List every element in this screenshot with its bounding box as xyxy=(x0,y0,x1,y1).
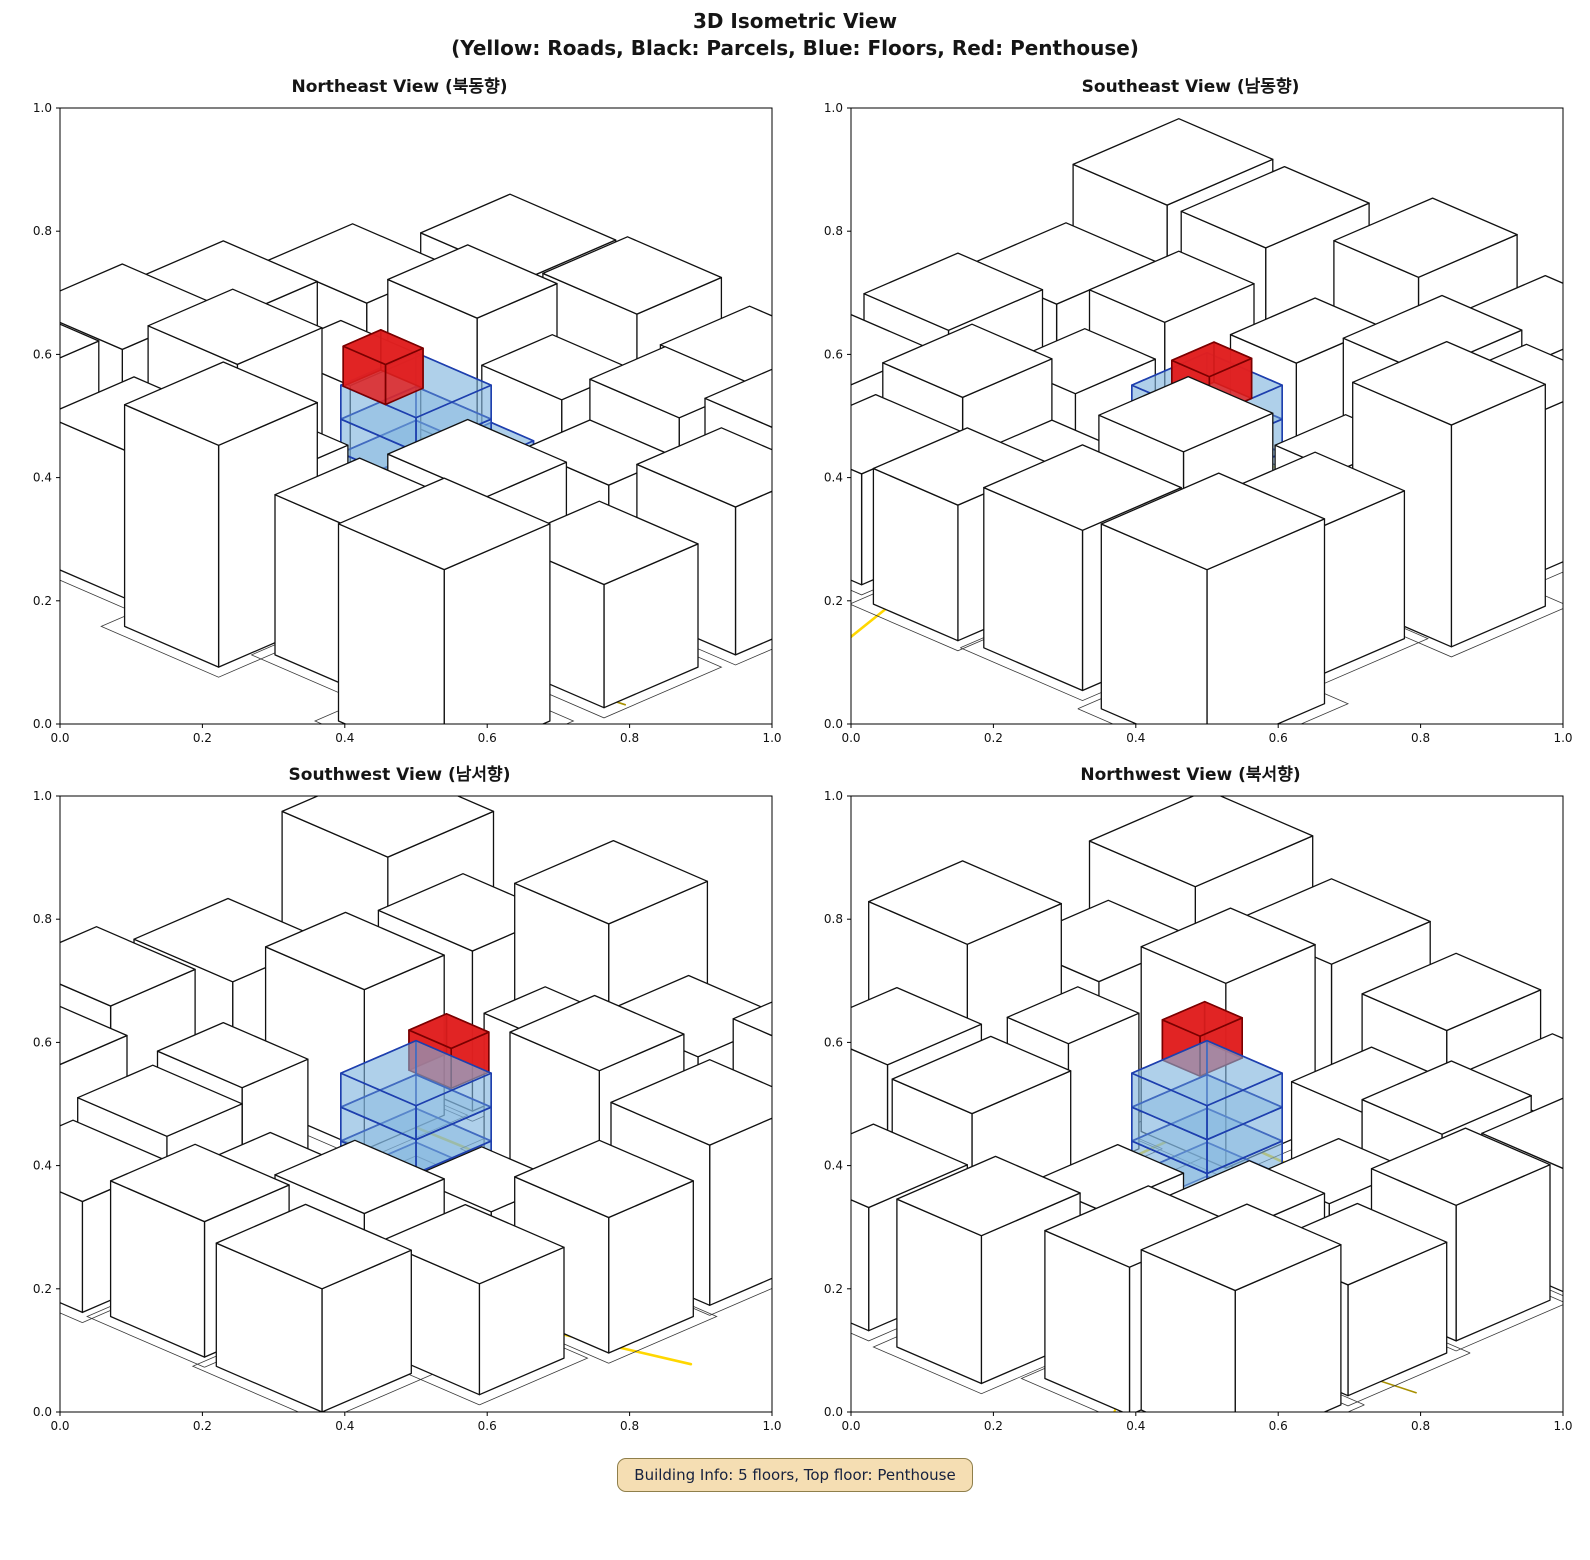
svg-text:0.2: 0.2 xyxy=(32,1282,51,1296)
svg-text:0.8: 0.8 xyxy=(1411,1419,1430,1433)
figure-title-line1: 3D Isometric View xyxy=(692,9,898,33)
isometric-canvas-northeast: 0.00.0 0.2 0.2 0.4 0.4 0.6 0.6 0.8 0.8 1.0 1.0 xyxy=(32,101,781,745)
svg-text:1.0: 1.0 xyxy=(762,1419,781,1433)
svg-text:0.2: 0.2 xyxy=(192,731,211,745)
svg-text:1.0: 1.0 xyxy=(32,101,51,115)
svg-text:0.8: 0.8 xyxy=(823,224,842,238)
svg-text:0.6: 0.6 xyxy=(32,1035,51,1049)
panel-title-southeast: Southeast View (남동향) xyxy=(1081,77,1300,97)
panel-title-northwest: Northwest View (북서향) xyxy=(1080,765,1301,785)
svg-text:1.0: 1.0 xyxy=(1553,1419,1572,1433)
svg-text:0.0: 0.0 xyxy=(841,1419,860,1433)
figure: 3D Isometric View (Yellow: Roads, Black:… xyxy=(12,8,1578,1492)
svg-text:1.0: 1.0 xyxy=(823,789,842,803)
svg-text:0.4: 0.4 xyxy=(823,471,842,485)
svg-text:0.4: 0.4 xyxy=(335,1419,354,1433)
figure-title-line2: (Yellow: Roads, Black: Parcels, Blue: Fl… xyxy=(451,36,1139,60)
isometric-canvas-southwest: 0.00.0 0.2 0.2 0.4 0.4 0.6 0.6 0.8 0.8 1.0 1.0 xyxy=(32,789,781,1433)
svg-text:0.0: 0.0 xyxy=(823,1405,842,1419)
svg-text:0.6: 0.6 xyxy=(32,347,51,361)
svg-text:0.4: 0.4 xyxy=(1126,731,1145,745)
panel-title-northeast: Northeast View (북동향) xyxy=(291,77,508,97)
svg-text:0.0: 0.0 xyxy=(50,1419,69,1433)
svg-text:1.0: 1.0 xyxy=(32,789,51,803)
svg-text:0.8: 0.8 xyxy=(620,1419,639,1433)
svg-text:0.6: 0.6 xyxy=(823,347,842,361)
svg-text:0.0: 0.0 xyxy=(32,717,51,731)
svg-text:0.8: 0.8 xyxy=(620,731,639,745)
panel-title-southwest: Southwest View (남서향) xyxy=(288,765,511,785)
svg-text:0.4: 0.4 xyxy=(32,471,51,485)
svg-text:0.0: 0.0 xyxy=(823,717,842,731)
badge-row: Building Info: 5 floors, Top floor: Pent… xyxy=(617,1458,973,1492)
svg-text:0.0: 0.0 xyxy=(32,1405,51,1419)
svg-text:1.0: 1.0 xyxy=(823,101,842,115)
svg-text:0.2: 0.2 xyxy=(32,594,51,608)
isometric-canvas-northwest: 0.00.0 0.2 0.2 0.4 0.4 0.6 0.6 0.8 0.8 1.0 1.0 xyxy=(823,789,1572,1433)
svg-text:0.0: 0.0 xyxy=(841,731,860,745)
svg-text:0.8: 0.8 xyxy=(1411,731,1430,745)
svg-text:0.6: 0.6 xyxy=(477,1419,496,1433)
svg-text:1.0: 1.0 xyxy=(762,731,781,745)
svg-text:0.6: 0.6 xyxy=(1268,731,1287,745)
svg-text:0.8: 0.8 xyxy=(823,912,842,926)
svg-text:0.6: 0.6 xyxy=(823,1035,842,1049)
svg-text:0.2: 0.2 xyxy=(823,1282,842,1296)
svg-text:0.8: 0.8 xyxy=(32,224,51,238)
svg-text:0.4: 0.4 xyxy=(1126,1419,1145,1433)
svg-text:0.4: 0.4 xyxy=(32,1159,51,1173)
figure-title: 3D Isometric View (Yellow: Roads, Black:… xyxy=(451,8,1139,62)
svg-text:0.4: 0.4 xyxy=(823,1159,842,1173)
svg-text:0.2: 0.2 xyxy=(823,594,842,608)
svg-text:1.0: 1.0 xyxy=(1553,731,1572,745)
building-info-badge: Building Info: 5 floors, Top floor: Pent… xyxy=(617,1458,973,1492)
svg-text:0.0: 0.0 xyxy=(50,731,69,745)
svg-text:0.4: 0.4 xyxy=(335,731,354,745)
isometric-canvas-southeast: 0.00.0 0.2 0.2 0.4 0.4 0.6 0.6 0.8 0.8 1.0 1.0 xyxy=(823,101,1572,745)
svg-text:0.2: 0.2 xyxy=(983,1419,1002,1433)
svg-text:0.2: 0.2 xyxy=(192,1419,211,1433)
svg-text:0.2: 0.2 xyxy=(983,731,1002,745)
svg-text:0.8: 0.8 xyxy=(32,912,51,926)
svg-text:0.6: 0.6 xyxy=(477,731,496,745)
svg-text:0.6: 0.6 xyxy=(1268,1419,1287,1433)
